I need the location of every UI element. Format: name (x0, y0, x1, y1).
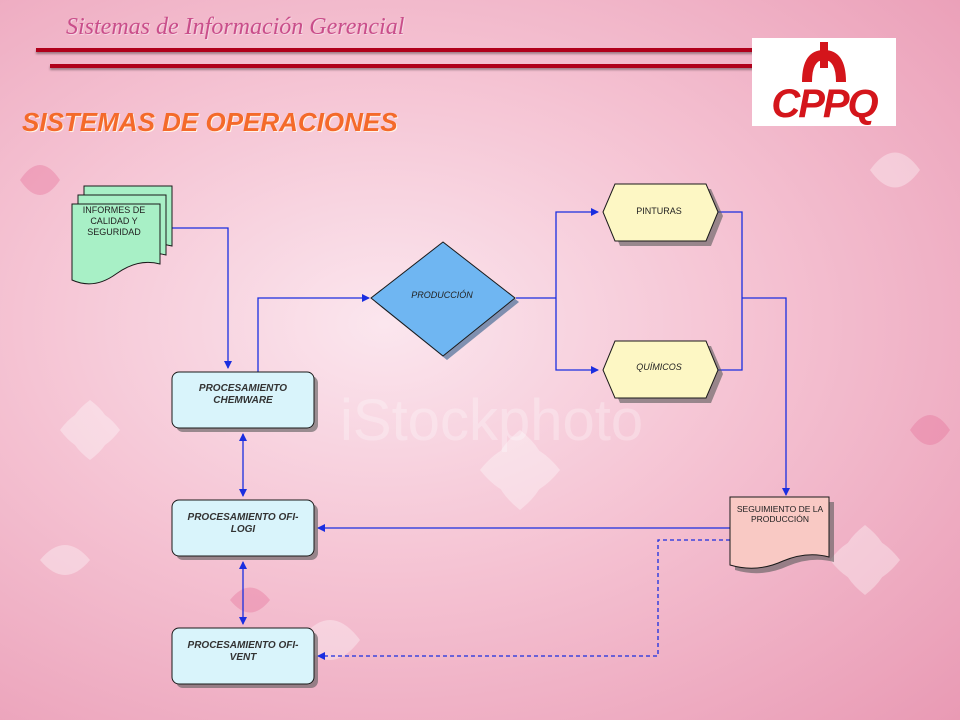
ofilogi-process (171, 499, 318, 560)
quimicos-hexagon (602, 340, 723, 403)
ofilogi-label: PROCESAMIENTO OFI- LOGI (187, 512, 299, 535)
quimicos-label: QUÍMICOS (636, 362, 682, 372)
connector-merge (716, 211, 743, 371)
watermark-text: iStockphoto (340, 388, 643, 453)
logo-mark-icon (802, 42, 846, 82)
informes-label: INFORMES DE CALIDAD Y SEGURIDAD (82, 205, 146, 237)
header-title: Sistemas de Información Gerencial (66, 14, 405, 40)
seguimiento-label: SEGUIMIENTO DE LA PRODUCCIÓN (736, 504, 824, 524)
connector-informes-chemware (158, 227, 232, 369)
seguimiento-document (729, 496, 834, 574)
chemware-process (171, 371, 318, 432)
informes-document (71, 185, 173, 285)
pinturas-hexagon (602, 183, 723, 246)
page-title: SISTEMAS DE OPERACIONES (22, 107, 398, 137)
connector-to-pinturas (555, 208, 599, 298)
pinturas-label: PINTURAS (636, 206, 682, 216)
connector-to-quimicos (555, 298, 599, 374)
ofivent-process (171, 627, 318, 688)
header-rule-bottom (50, 64, 768, 68)
produccion-decision (370, 241, 519, 360)
produccion-label: PRODUCCIÓN (411, 290, 473, 300)
connector-chemware-produccion (257, 294, 370, 372)
header-rule-top (36, 48, 754, 52)
cppq-logo: CPPQ (752, 38, 896, 126)
ofivent-label: PROCESAMIENTO OFI- VENT (187, 640, 299, 663)
connector-to-seguimiento (742, 297, 790, 496)
chemware-label: PROCESAMIENTO CHEMWARE (198, 383, 288, 406)
connector-seguimiento-ofivent (317, 539, 730, 660)
logo-text: CPPQ (771, 82, 878, 126)
